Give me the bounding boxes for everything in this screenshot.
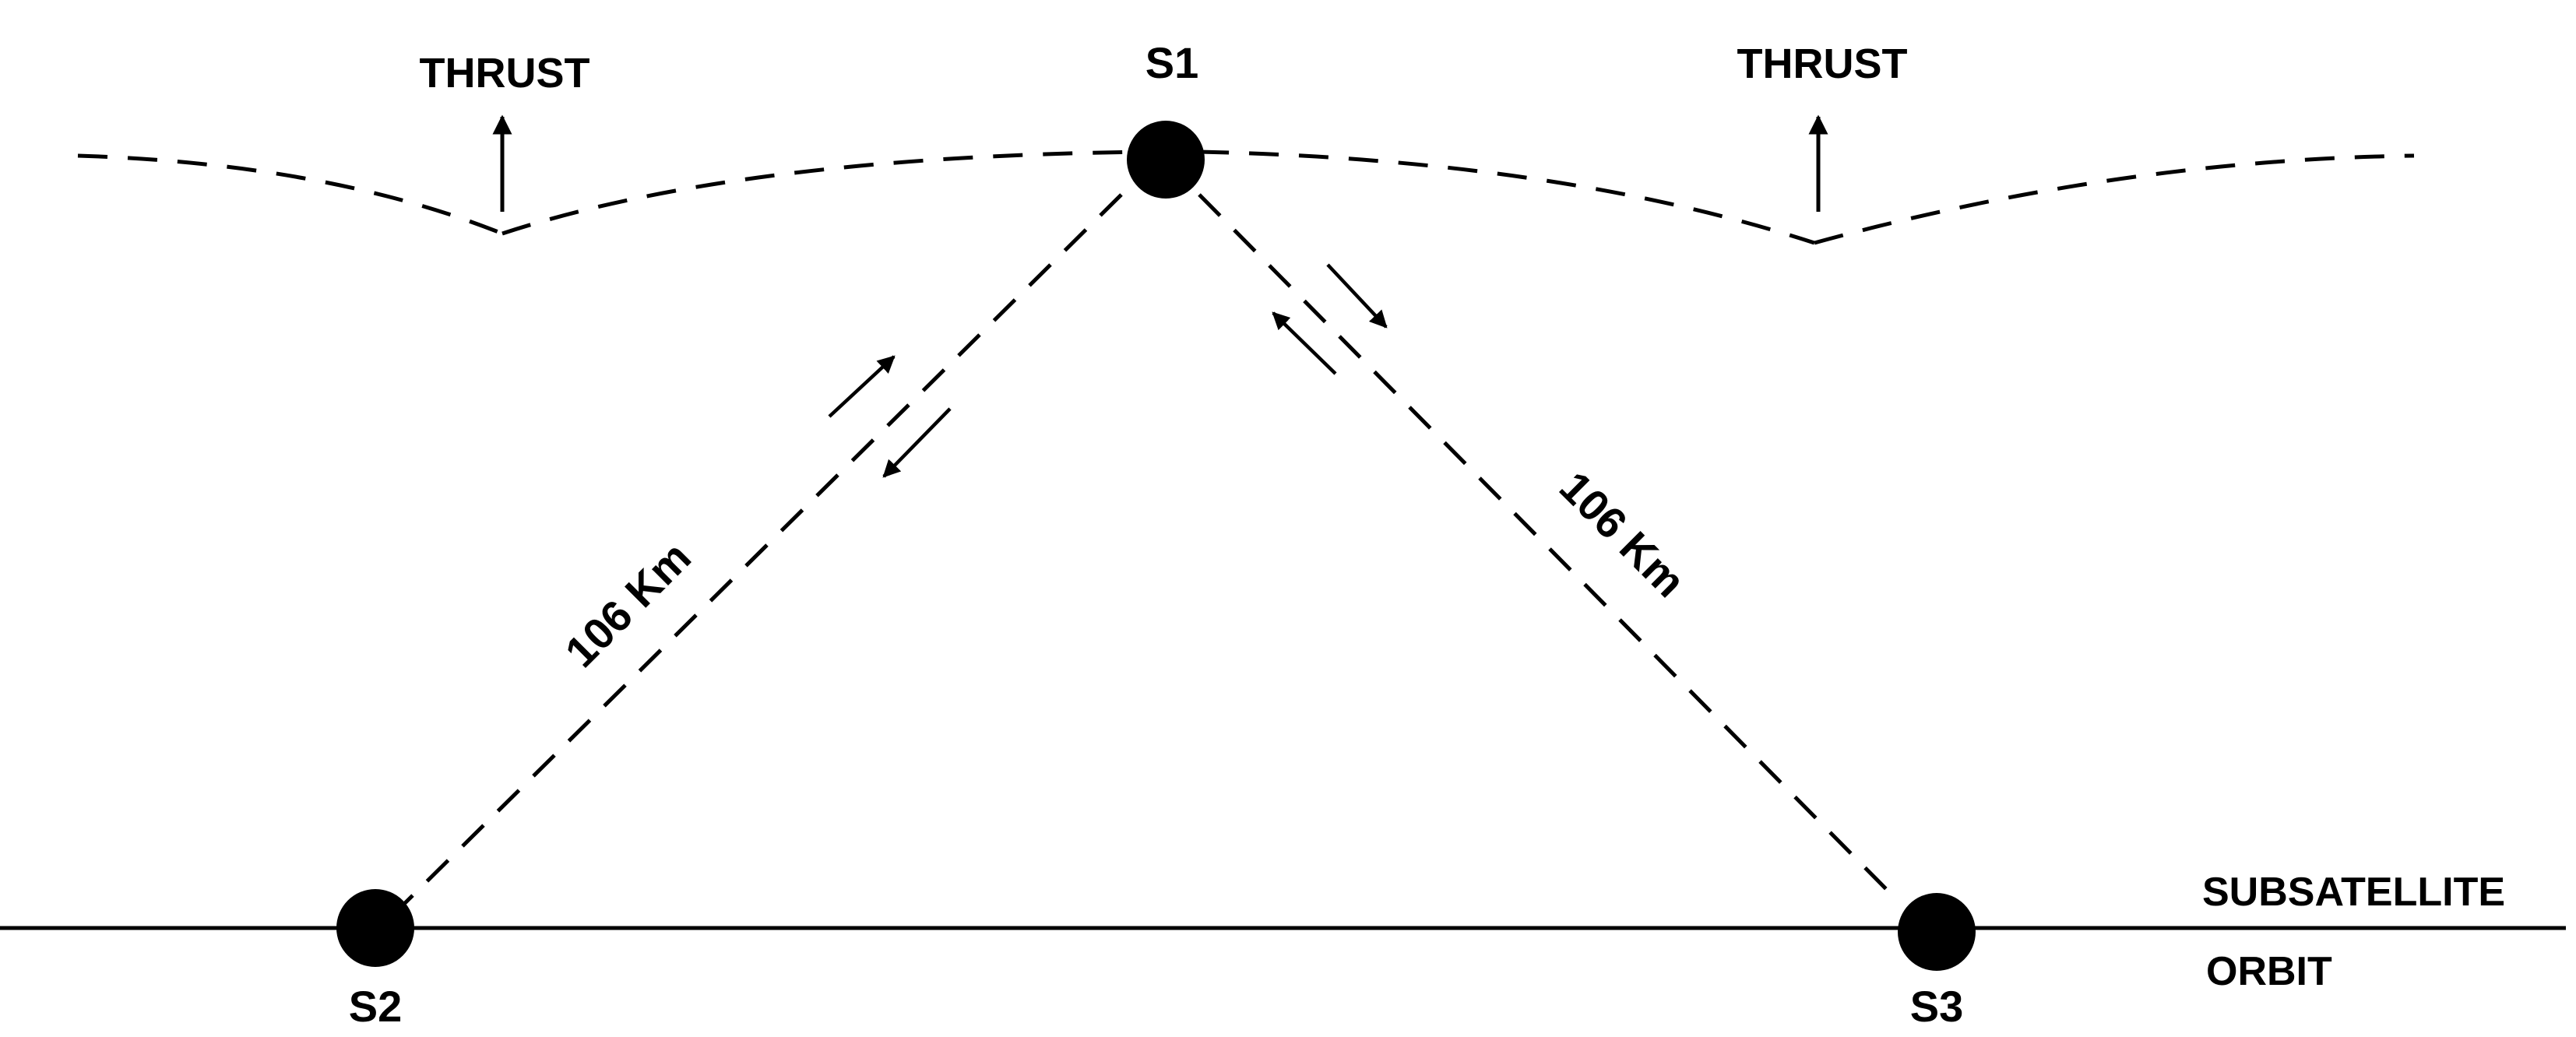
satellite-s2 [336, 889, 414, 967]
signal-arrow-s2-to-s1 [828, 355, 896, 418]
s1-trajectory-right [1814, 153, 2415, 245]
signal-arrow-s1-to-s2 [882, 407, 952, 478]
s1-trajectory-left [77, 153, 503, 236]
label-thrust-left: THRUST [420, 50, 590, 97]
label-s3: S3 [1910, 982, 1964, 1031]
label-distance-left: 106 Km [555, 532, 699, 676]
satellite-s3 [1898, 893, 1976, 971]
s1-trajectory-left-to-s1 [501, 149, 1153, 236]
s1-trajectory-s1-to-right [1198, 149, 1815, 245]
label-thrust-right: THRUST [1737, 40, 1908, 87]
label-s1: S1 [1145, 38, 1199, 87]
label-orbit-line1: SUBSATELLITE [2202, 870, 2505, 915]
signal-arrow-s1-to-s3 [1326, 263, 1388, 329]
satellite-s1 [1127, 121, 1205, 199]
signal-arrow-s3-to-s1 [1272, 311, 1337, 375]
baseline-s1-s2 [403, 193, 1123, 905]
label-orbit-line2: ORBIT [2206, 949, 2332, 994]
label-s2: S2 [349, 982, 403, 1031]
baseline-s1-s3 [1198, 193, 1902, 905]
label-distance-right: 106 Km [1550, 462, 1694, 606]
